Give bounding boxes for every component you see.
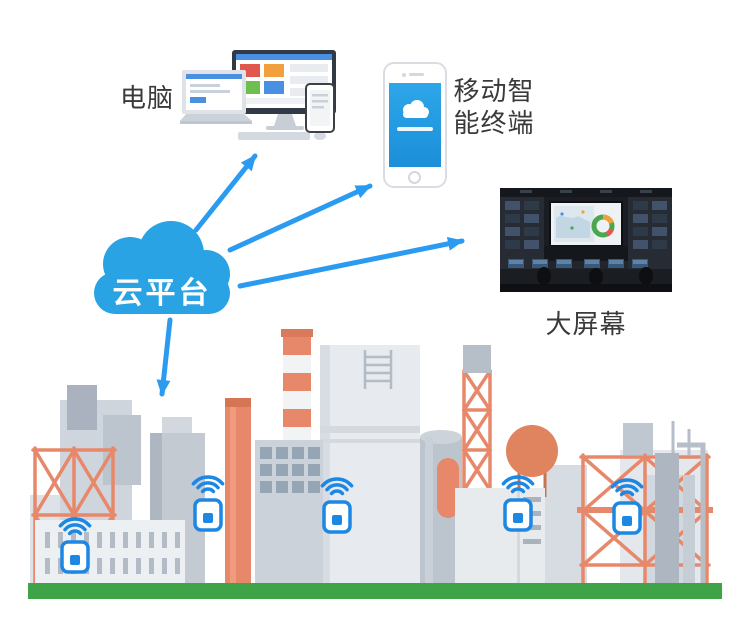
phone-app-screen [389,83,441,167]
striped-chimney [281,329,313,445]
arrow-to-big-screen [237,236,465,289]
cloud-icon [94,221,230,314]
laptop-icon [180,70,252,124]
cloud-platform: 云平台 [86,216,238,320]
phone-speaker-icon [409,73,424,76]
windowed-building [255,440,323,587]
app-title-bar [397,127,433,131]
computer-label: 电脑 [119,84,174,114]
right-equipment-rack [628,197,672,269]
ground-strip [28,583,722,599]
phone-camera-icon [402,73,406,77]
central-building-details [363,350,393,389]
round-top-stack [437,458,459,518]
keyboard-icon [238,132,326,140]
factory-illustration [28,329,722,599]
right-chimney-pipes [655,442,706,587]
phone-home-button [408,171,421,184]
app-cloud-icon [403,100,429,118]
left-equipment-rack [500,197,544,269]
chimney [225,398,251,587]
computer-illustration [180,50,336,140]
front-building [35,520,185,587]
mobile-terminal-label: 移动智能终端 [453,77,535,139]
arrow-to-phone [227,183,373,253]
smartphone-illustration [383,62,447,188]
cloud-platform-label: 云平台 [112,276,212,311]
big-screen-label: 大屏幕 [545,310,627,340]
truss-tower [462,345,492,492]
wall-big-screen [549,201,623,247]
control-room-photo [500,188,672,292]
tablet-icon [305,83,335,133]
